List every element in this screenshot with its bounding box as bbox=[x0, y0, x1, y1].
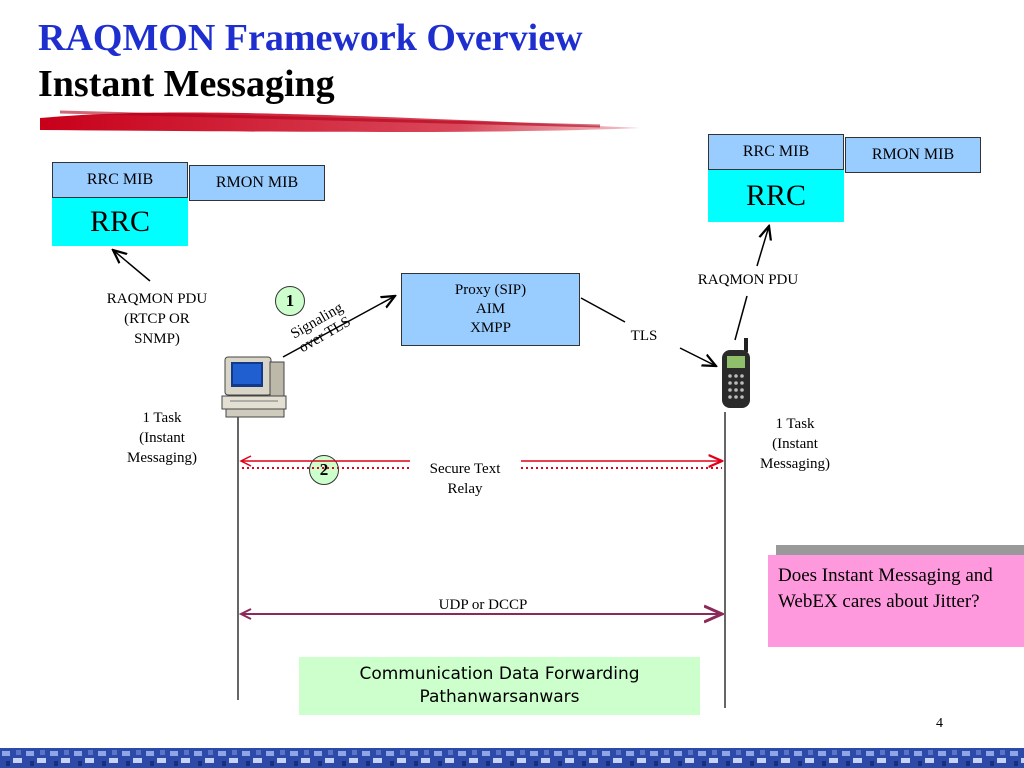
step-2-marker: 2 bbox=[309, 455, 339, 485]
right-pdu-arrow-upper bbox=[756, 226, 769, 267]
left-raqmon-pdu-label: RAQMON PDU (RTCP OR SNMP) bbox=[106, 291, 208, 347]
footer-pattern-band bbox=[0, 748, 1024, 768]
step-1-marker: 1 bbox=[275, 286, 305, 316]
left-pdu-arrow bbox=[113, 250, 151, 282]
right-pdu-arrow bbox=[734, 295, 748, 341]
page-number: 4 bbox=[936, 716, 943, 731]
right-rrc-box: RRC bbox=[708, 170, 844, 222]
communication-data-forwarding-box: Communication Data Forwarding Pathanwars… bbox=[299, 657, 700, 715]
relay-arrow-left-head bbox=[239, 455, 252, 467]
question-box-header-bar bbox=[776, 545, 1024, 557]
left-rmon-mib-box: RMON MIB bbox=[189, 165, 325, 201]
secure-text-relay-label: Secure Text Relay bbox=[429, 461, 501, 497]
right-task-label: 1 Task (Instant Messaging) bbox=[760, 416, 830, 472]
desktop-computer-icon bbox=[221, 356, 287, 418]
proxy-to-tls-line bbox=[580, 297, 626, 323]
left-task-label: 1 Task (Instant Messaging) bbox=[127, 410, 197, 466]
mobile-phone-icon bbox=[722, 338, 750, 408]
udp-dccp-label: UDP or DCCP bbox=[438, 597, 528, 613]
tls-arrow bbox=[679, 347, 716, 366]
udp-arrow-left-head bbox=[238, 608, 252, 620]
proxy-server-box: Proxy (SIP) AIM XMPP bbox=[401, 273, 580, 346]
page-title: RAQMON Framework Overview bbox=[38, 17, 583, 59]
question-callout: Does Instant Messaging and WebEX cares a… bbox=[768, 555, 1024, 647]
page-subtitle: Instant Messaging bbox=[38, 63, 335, 105]
right-rmon-mib-box: RMON MIB bbox=[845, 137, 981, 173]
right-raqmon-pdu-label: RAQMON PDU bbox=[697, 272, 799, 288]
tls-label: TLS bbox=[630, 328, 658, 344]
right-rrc-mib-box: RRC MIB bbox=[708, 134, 844, 170]
left-rrc-box: RRC bbox=[52, 198, 188, 246]
left-rrc-mib-box: RRC MIB bbox=[52, 162, 188, 198]
